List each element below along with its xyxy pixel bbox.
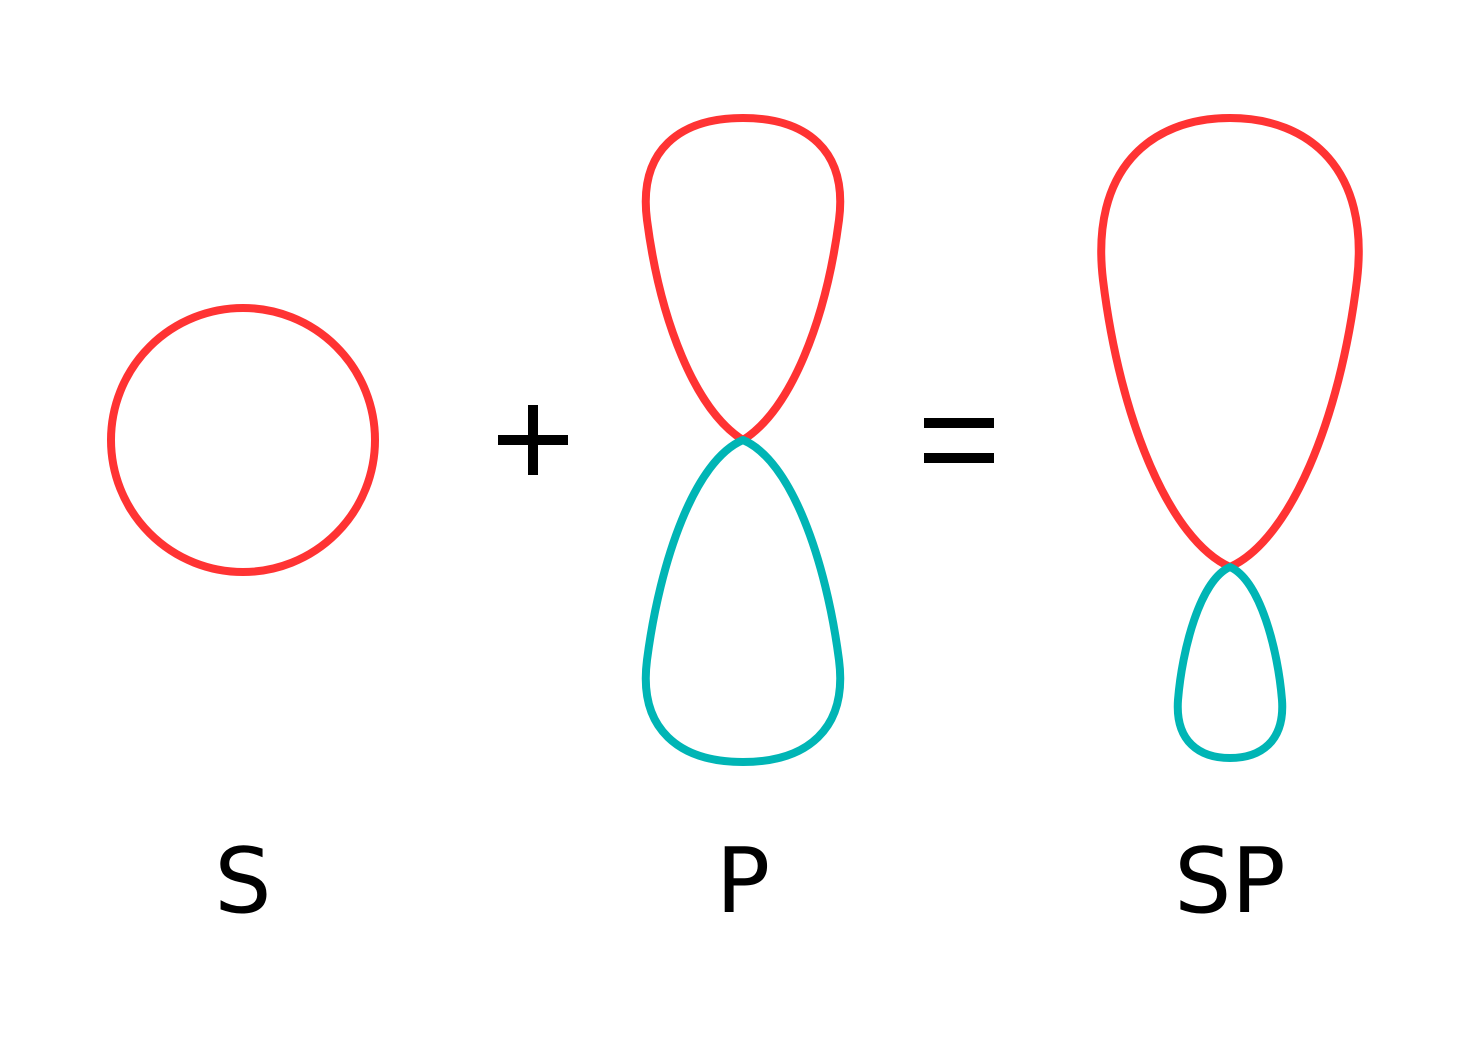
s-label: S [214,829,271,934]
s-orbital-lobe [107,304,379,576]
plus-sign [498,405,568,475]
p-orbital-lower-lobe [641,436,845,766]
p-orbital [641,114,845,766]
sp-orbital-large-lobe [1097,114,1363,571]
p-orbital-upper-lobe [641,114,845,444]
s-orbital [107,304,379,576]
sp-orbital [1097,114,1363,762]
sp-label: SP [1174,829,1285,934]
sp-orbital-small-lobe [1173,563,1287,762]
equals-sign [924,418,994,463]
p-label: P [716,829,770,934]
